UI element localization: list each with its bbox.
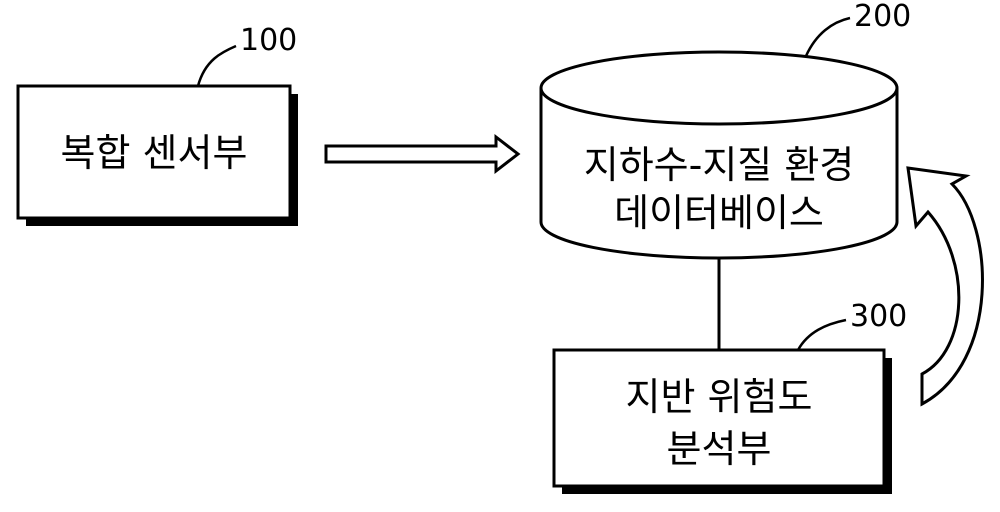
analyzer-ref-number: 300 bbox=[850, 299, 907, 334]
database-label-line-1: 지하수-지질 환경 bbox=[584, 143, 855, 187]
sensor-label: 복합 센서부 bbox=[61, 131, 248, 175]
hollow-arrow-sensor-to-database bbox=[326, 137, 518, 171]
analyzer-label-line-2: 분석부 bbox=[667, 427, 772, 471]
analyzer-label-line-1: 지반 위험도 bbox=[626, 375, 813, 419]
database-label-line-2: 데이터베이스 bbox=[614, 191, 824, 235]
sensor-ref-number: 100 bbox=[240, 23, 297, 58]
database-cylinder-top bbox=[541, 52, 897, 124]
database-ref-leader bbox=[806, 18, 850, 56]
database-node: 지하수-지질 환경 데이터베이스 200 bbox=[541, 0, 911, 258]
analyzer-ref-leader bbox=[798, 320, 846, 350]
sensor-node: 복합 센서부 100 bbox=[18, 23, 298, 226]
analyzer-node: 지반 위험도 분석부 300 bbox=[554, 299, 907, 494]
database-ref-number: 200 bbox=[854, 0, 911, 34]
feedback-arrow-analyzer-to-database bbox=[908, 168, 982, 404]
sensor-ref-leader bbox=[198, 46, 236, 86]
